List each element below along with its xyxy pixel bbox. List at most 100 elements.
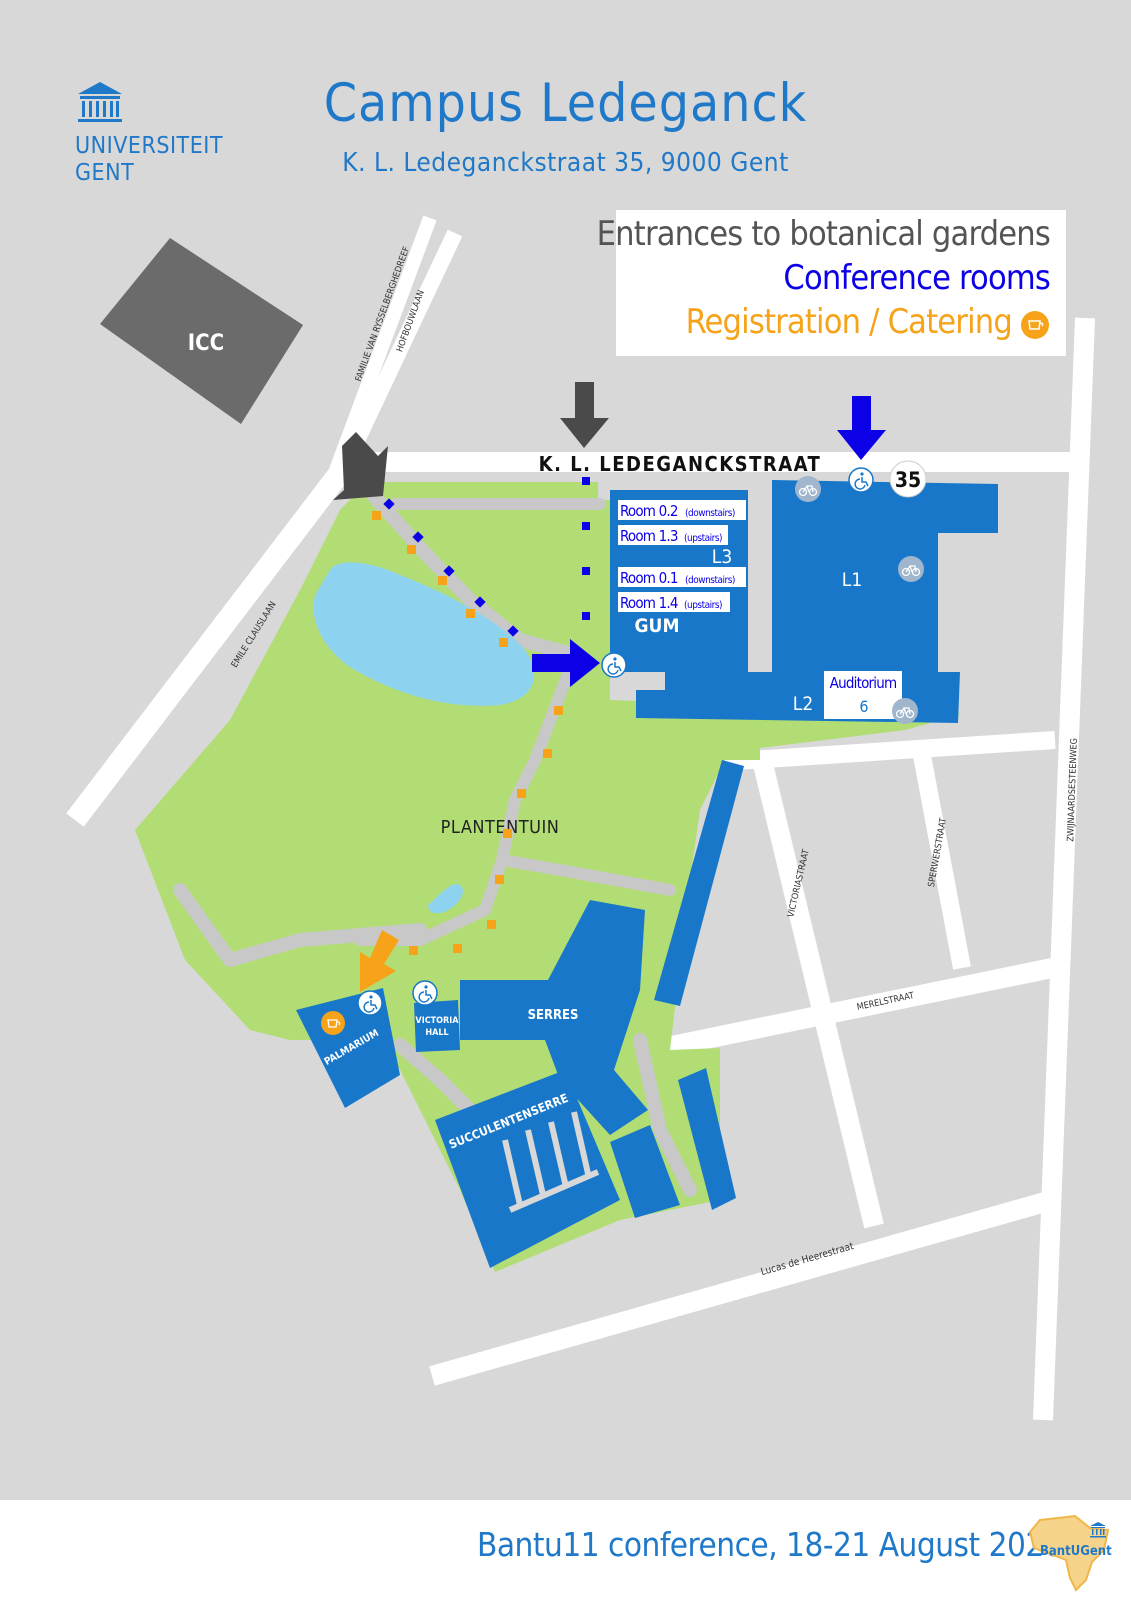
bicycle-icon <box>892 698 918 724</box>
road-emile-clauslaan <box>66 459 354 827</box>
room-box-1 <box>618 500 746 520</box>
route-dot <box>582 477 590 485</box>
entrance-arrows <box>333 382 886 992</box>
building-far-se <box>678 1068 736 1210</box>
university-name-line2: GENT <box>75 160 135 186</box>
down-arrow-icon <box>837 396 886 460</box>
victoria-hall-line1: VICTORIA <box>415 1016 459 1026</box>
path-south <box>393 1038 477 1117</box>
africa-map-icon <box>1028 1514 1110 1592</box>
room-note-3: (downstairs) <box>685 575 735 586</box>
road-sperwerstraat <box>911 743 971 970</box>
down-arrow-icon <box>360 930 399 992</box>
building-serres <box>460 900 648 1135</box>
wheelchair-icons <box>357 467 874 1016</box>
route-dot <box>582 522 590 530</box>
route-dot <box>453 944 462 953</box>
room-name-2: Room 1.3 <box>620 527 678 545</box>
route-dot <box>503 829 512 838</box>
down-arrow-icon <box>560 382 609 448</box>
room-box-3 <box>618 567 746 587</box>
route-dot <box>466 609 475 618</box>
wheelchair-icon <box>848 467 874 493</box>
legend-rooms: Conference rooms <box>783 258 1050 298</box>
coffee-cup-icon <box>321 1011 345 1035</box>
bicycle-icon <box>795 476 821 502</box>
wheelchair-icon <box>601 652 627 678</box>
route-dot <box>407 545 416 554</box>
legend: Entrances to botanical gardens Conferenc… <box>597 210 1066 356</box>
route-dot <box>517 789 526 798</box>
l1-label: L1 <box>842 569 862 591</box>
road-victoriastraat <box>752 757 884 1229</box>
room-labels: Room 0.2 (downstairs) Room 1.3 (upstairs… <box>618 500 746 612</box>
auditorium-box <box>824 671 902 719</box>
route-dot <box>582 612 590 620</box>
conference-title: Bantu11 conference, 18-21 August 2026 <box>477 1525 1063 1564</box>
path-south-east <box>633 1033 697 1197</box>
footer <box>0 1500 1131 1600</box>
room-box-4 <box>618 592 730 612</box>
auditorium-label: Auditorium <box>830 674 897 692</box>
succulent-line-3 <box>548 1121 569 1188</box>
road-emile-clauslaan-upper <box>337 229 463 470</box>
legend-entrances: Entrances to botanical gardens <box>596 214 1051 254</box>
gum-label: GUM <box>635 615 680 637</box>
wheelchair-icon <box>412 980 438 1006</box>
road-upper-cross <box>719 731 1056 771</box>
route-dot <box>372 511 381 520</box>
campus-address: K. L. Ledeganckstraat 35, 9000 Gent <box>342 148 789 178</box>
route-dot <box>474 596 486 608</box>
succulent-lines <box>502 1111 600 1213</box>
l3-label: L3 <box>712 546 732 568</box>
building-victoria-hall <box>414 1000 460 1052</box>
route-dot <box>383 498 395 510</box>
bantugent-logo-text: BantUGent <box>1040 1544 1112 1559</box>
building-palmarium <box>296 988 400 1108</box>
auditorium-number: 6 <box>859 697 868 716</box>
down-arrow-icon <box>333 432 388 500</box>
room-note-2: (upstairs) <box>684 533 722 544</box>
page-title: Campus Ledeganck <box>323 73 808 134</box>
room-box-2 <box>618 525 728 545</box>
path-north <box>365 487 582 662</box>
route-dot <box>438 576 447 585</box>
path-west <box>173 883 427 967</box>
road-zwijnaarde <box>1033 317 1095 1421</box>
route-dot <box>507 625 519 637</box>
bank-building-icon <box>78 82 122 122</box>
route-dot <box>543 749 552 758</box>
route-dot <box>443 565 455 577</box>
route-dot <box>554 706 563 715</box>
bicycle-icon <box>898 556 924 582</box>
house-number-badge <box>889 460 927 498</box>
bank-building-icon <box>1090 1522 1106 1538</box>
small-pond <box>428 884 463 914</box>
room-note-1: (downstairs) <box>685 508 735 519</box>
room-name-4: Room 1.4 <box>620 594 678 612</box>
road-merelstraat <box>654 958 1055 1059</box>
room-note-4: (upstairs) <box>684 600 722 611</box>
icc-building <box>100 238 303 424</box>
building-small-se <box>610 1125 680 1218</box>
succulent-line-1 <box>502 1139 523 1206</box>
route-dot <box>495 875 504 884</box>
wheelchair-icon <box>357 990 383 1016</box>
route-dot <box>487 920 496 929</box>
succulent-line-2 <box>525 1129 546 1196</box>
zwijnaardsesteenweg-label: ZWIJNAARDSESTEENWEG <box>1066 738 1080 842</box>
victoria-hall-line2: HALL <box>425 1028 448 1038</box>
path-east <box>496 854 676 896</box>
plantentuin-label: PLANTENTUIN <box>441 817 560 838</box>
legend-registration: Registration / Catering <box>685 302 1013 342</box>
bicycle-icons <box>795 476 924 724</box>
room-name-3: Room 0.1 <box>620 569 678 587</box>
road-familie <box>329 215 437 473</box>
icc-label: ICC <box>188 331 224 356</box>
building-l1 <box>772 480 998 688</box>
pond <box>313 562 535 706</box>
right-arrow-icon <box>532 639 600 687</box>
roads <box>66 215 1095 1421</box>
coffee-cup-icon <box>1021 311 1049 339</box>
